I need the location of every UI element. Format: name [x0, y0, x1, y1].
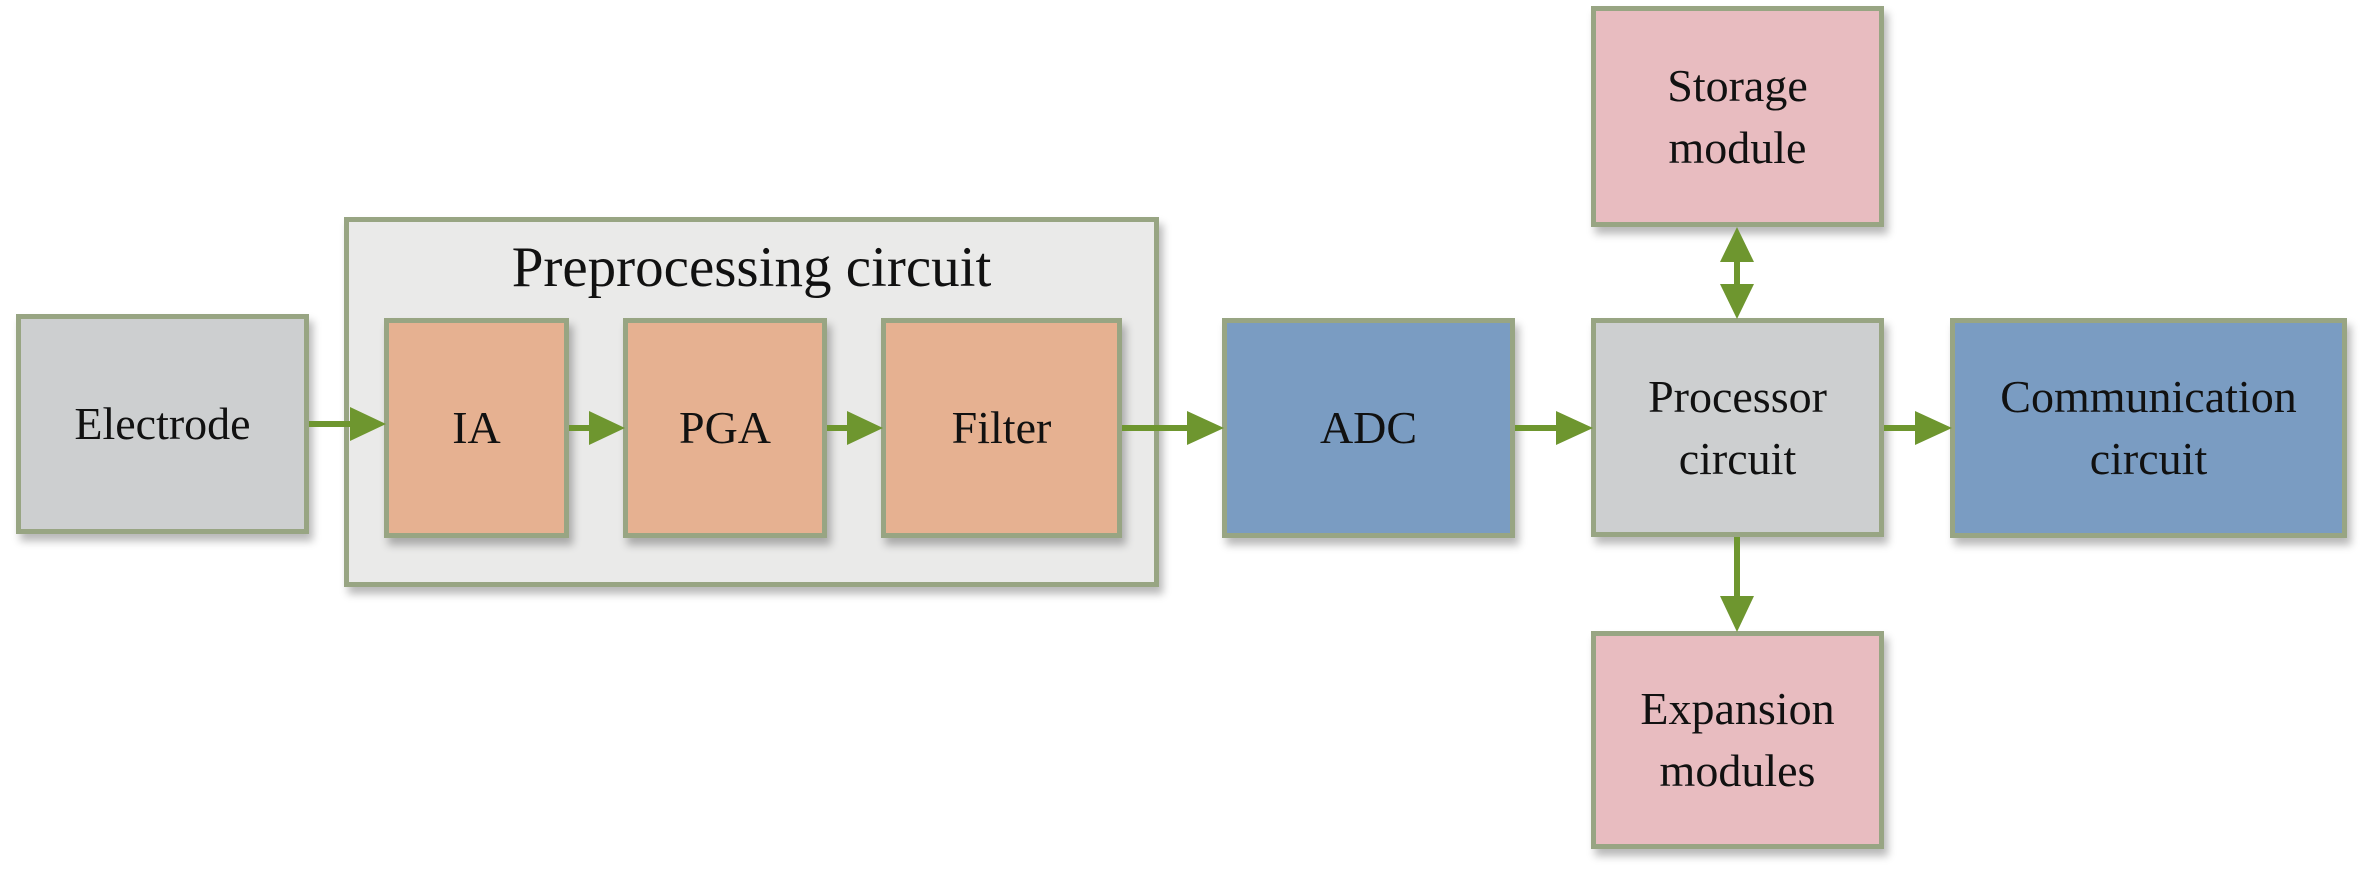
arrow-processor-storage-bidirectional — [1720, 227, 1754, 319]
electrode-label: Electrode — [74, 398, 251, 449]
expansion-modules-label: Expansion modules — [1640, 683, 1835, 796]
pga-label: PGA — [678, 402, 772, 453]
preprocessing-circuit-title: Preprocessing circuit — [511, 236, 992, 299]
storage-module-block: Storage module — [1591, 6, 1884, 227]
pga-block: PGA — [623, 318, 827, 538]
expansion-modules-block: Expansion modules — [1591, 631, 1884, 849]
arrow-processor-to-communication — [1884, 411, 1952, 445]
ia-block: IA — [384, 318, 569, 538]
storage-module-label: Storage module — [1667, 59, 1808, 173]
adc-block: ADC — [1222, 318, 1515, 538]
electrode-block: Electrode — [16, 314, 309, 534]
arrow-adc-to-processor — [1515, 411, 1593, 445]
filter-block: Filter — [881, 318, 1122, 538]
adc-label: ADC — [1319, 402, 1418, 453]
processor-circuit-label: Processor circuit — [1648, 370, 1827, 484]
arrow-processor-to-expansion — [1720, 537, 1754, 632]
filter-label: Filter — [951, 402, 1052, 453]
ia-label: IA — [452, 402, 501, 453]
communication-circuit-block: Communication circuit — [1950, 318, 2347, 538]
communication-circuit-label: Communication circuit — [2000, 371, 2297, 484]
processor-circuit-block: Processor circuit — [1591, 318, 1884, 537]
